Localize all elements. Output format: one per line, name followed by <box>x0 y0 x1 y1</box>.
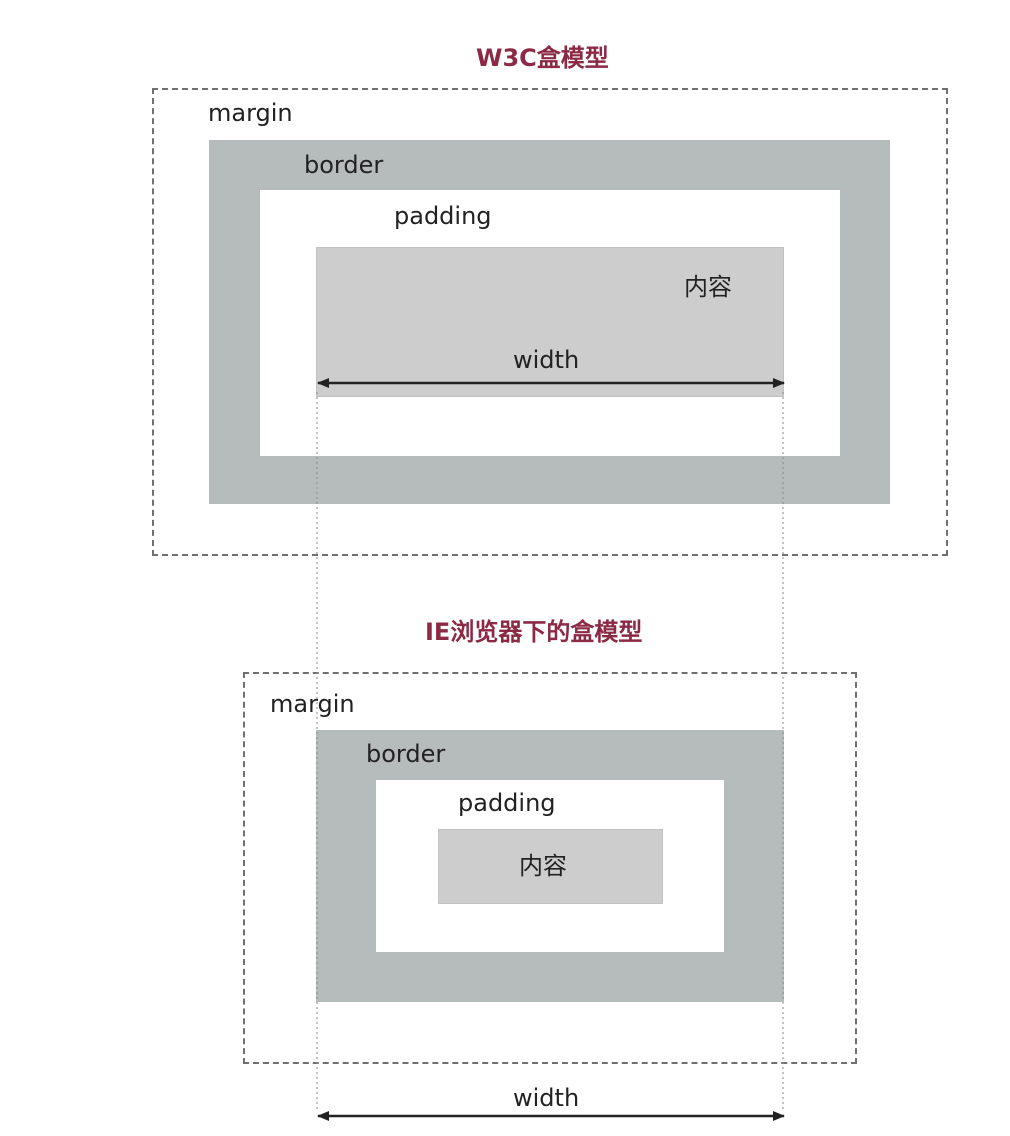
w3c-margin-label: margin <box>208 99 293 127</box>
w3c-title: W3C盒模型 <box>476 44 609 72</box>
w3c-content-label: 内容 <box>684 273 732 301</box>
ie-margin-label: margin <box>270 690 355 718</box>
w3c-padding-label: padding <box>394 202 492 230</box>
ie-padding-label: padding <box>458 789 556 817</box>
w3c-content-box <box>316 247 784 397</box>
ie-width-label: width <box>513 1084 580 1112</box>
ie-margin-box <box>243 672 857 1064</box>
w3c-border-label: border <box>304 151 384 179</box>
w3c-width-label: width <box>513 346 580 374</box>
ie-content-label: 内容 <box>519 852 567 880</box>
ie-title: IE浏览器下的盒模型 <box>425 618 643 646</box>
ie-content-box <box>438 829 663 904</box>
ie-border-label: border <box>366 740 446 768</box>
w3c-margin-box <box>152 88 948 556</box>
